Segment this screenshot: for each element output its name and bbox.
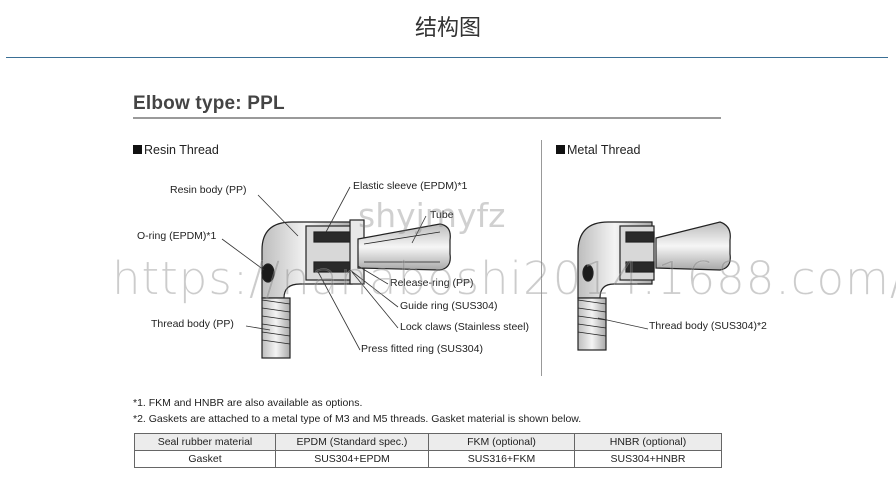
table-cell: SUS304+EPDM [275, 450, 429, 468]
footnote-2: *2. Gaskets are attached to a metal type… [133, 413, 582, 425]
label-resin-body: Resin body (PP) [170, 184, 247, 196]
section-title: Elbow type: PPL [133, 93, 285, 114]
table-cell: Gasket [134, 450, 276, 468]
metal-elbow-drawing [577, 221, 731, 351]
footnote-1: *1. FKM and HNBR are also available as o… [133, 397, 363, 409]
table-header-row: Seal rubber material EPDM (Standard spec… [134, 433, 722, 451]
label-press-ring: Press fitted ring (SUS304) [361, 343, 483, 355]
leader-lines [221, 186, 649, 351]
table-header-cell: Seal rubber material [134, 433, 276, 451]
label-release-ring: Release-ring (PP) [390, 277, 474, 289]
column-divider [541, 140, 542, 376]
bullet-square-icon [556, 145, 565, 154]
header-divider [6, 57, 888, 58]
table-header-cell: FKM (optional) [428, 433, 575, 451]
page-title: 结构图 [414, 16, 481, 41]
table-header-cell: EPDM (Standard spec.) [275, 433, 429, 451]
table-row: Gasket SUS304+EPDM SUS316+FKM SUS304+HNB… [134, 450, 722, 468]
label-guide-ring: Guide ring (SUS304) [400, 300, 498, 312]
label-lock-claws: Lock claws (Stainless steel) [400, 321, 529, 333]
label-oring: O-ring (EPDM)*1 [137, 230, 217, 242]
watermark-url: https://nanaboshi2014.1688.com/ [112, 252, 896, 305]
label-elastic-sleeve: Elastic sleeve (EPDM)*1 [353, 180, 468, 192]
label-thread-body-metal: Thread body (SUS304)*2 [649, 320, 767, 332]
section-underline [133, 117, 721, 119]
label-thread-body-resin: Thread body (PP) [151, 318, 234, 330]
label-tube: Tube [430, 209, 454, 221]
metal-thread-heading: Metal Thread [556, 143, 640, 157]
gasket-material-table: Seal rubber material EPDM (Standard spec… [134, 433, 722, 468]
resin-elbow-drawing [261, 219, 451, 359]
bullet-square-icon [133, 145, 142, 154]
page-header: 结构图 [0, 0, 896, 58]
watermark-id: shyjmyfz [358, 196, 506, 235]
resin-thread-heading: Resin Thread [133, 143, 219, 157]
table-header-cell: HNBR (optional) [574, 433, 722, 451]
table-cell: SUS316+FKM [428, 450, 575, 468]
table-cell: SUS304+HNBR [574, 450, 722, 468]
